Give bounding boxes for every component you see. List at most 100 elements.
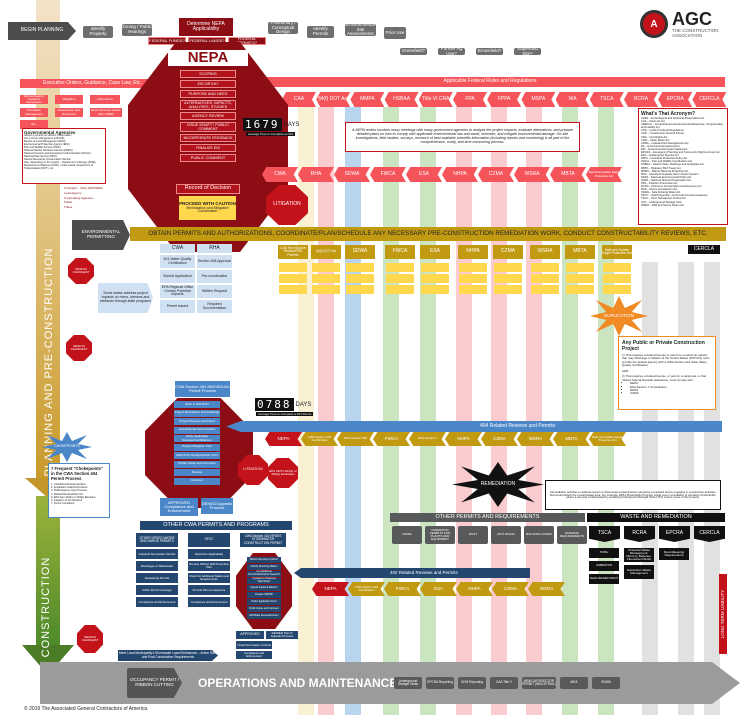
om-item-5: MSA [560, 677, 588, 689]
permit-step-block [312, 274, 340, 283]
related-402-4[interactable]: NHPA [456, 582, 493, 596]
other-permit-1[interactable]: OPERATING PERMITS FOR PLANTS AND EQUIPME… [425, 526, 455, 544]
related-404-3[interactable]: FWCA [373, 432, 410, 446]
rcra-item-0: Universal Waste Management: Mercury, Bat… [624, 548, 654, 562]
related-404-5[interactable]: NHPA [445, 432, 482, 446]
rule-chevron-2-0[interactable]: CWA [262, 167, 298, 182]
prior-use-1[interactable]: Former Ag Use? [438, 46, 465, 55]
nepa-summary-box: A NEPA review involves many meetings wit… [345, 122, 580, 152]
waste-item-3[interactable]: CERCLA [694, 526, 725, 542]
related-402-6[interactable]: WSRA [528, 582, 565, 596]
rule-chevron-6[interactable]: FPPA [487, 92, 522, 107]
cwa-program-step: Utilize Permit Coverage [136, 585, 178, 595]
stakeholder-label-2: Cooperating Agencies [64, 195, 94, 200]
other-permit-5[interactable]: GRADING REQUIREMENTS [557, 526, 587, 544]
rule-chevron-12[interactable]: CERCLA [692, 92, 727, 107]
related-402-0[interactable]: NEPA [312, 582, 349, 596]
related-404-2[interactable]: RHA Section 408 [337, 432, 374, 446]
begin-planning-button[interactable]: BEGIN PLANNING [8, 22, 76, 40]
acronym-item: TSCA – Toxic Substances Control Act [641, 197, 686, 201]
agency-item: Bureau of Land Management (BLM) [24, 139, 66, 143]
rule-chevron-7[interactable]: MSPA [521, 92, 556, 107]
rule-chevron-10[interactable]: RCRA [624, 92, 658, 107]
acronym-item: ESA – Endangered Species Act [641, 154, 679, 158]
rule-chevron-2-5[interactable]: NHPA [442, 167, 478, 182]
permit-step-block [566, 274, 594, 283]
rule-chevron-2-6[interactable]: CZMA [478, 167, 514, 182]
other-permit-4[interactable]: BUILDING CODES [524, 526, 554, 544]
acronym-item: CFR – Code of Federal Regulations [641, 129, 684, 133]
nepa-input-2: Alternatives [90, 95, 120, 104]
chokepoints-title: 7 Frequent "Chokepoints" in the CWA Sect… [51, 466, 103, 481]
permit-step-block [494, 274, 522, 283]
top-step-0[interactable]: Identify Property [83, 26, 113, 38]
other-permit-2[interactable]: DUST [458, 526, 488, 544]
rule-chevron-2-9[interactable]: Bald and Golden Eagle Protection Act [586, 167, 622, 182]
top-step-5[interactable]: Prior Use [384, 27, 406, 39]
duplication-list-item: CZMA [630, 391, 712, 395]
rule-chevron-3[interactable]: HSBAA [384, 92, 419, 107]
acronym-item: NEPA – National Environmental Policy Act [641, 175, 692, 179]
om-item-0: Underground Storage Tanks [394, 677, 422, 689]
cwa-programs-bar: OTHER CWA PERMITS AND PROGRAMS [140, 521, 292, 530]
prior-use-2[interactable]: Brownfield? [476, 48, 503, 55]
top-step-3[interactable]: Identify Permits [307, 26, 334, 38]
rule-chevron-2-2[interactable]: SDWA [334, 167, 370, 182]
rule-chevron-2-8[interactable]: MBTA [550, 167, 586, 182]
related-404-6[interactable]: CZMA [481, 432, 518, 446]
related-404-8[interactable]: MBTA [553, 432, 590, 446]
top-step-4[interactable]: Environmental Site Assessments [345, 21, 376, 37]
related-402-3[interactable]: ESA [420, 582, 457, 596]
construction-phase-bar [36, 496, 60, 646]
related-404-1[interactable]: CWA Section 401 Certification [301, 432, 338, 446]
rule-chevron-4[interactable]: Title VI CRA [418, 92, 453, 107]
nepa-title: NEPA [168, 50, 248, 66]
related-402-1[interactable]: CWA Section 401 Certification [348, 582, 385, 596]
rule-chevron-8[interactable]: WA [555, 92, 590, 107]
regulation-strip [345, 107, 361, 715]
acronym-item: EIS – Environmental Impact Statement [641, 147, 688, 151]
agc-seal-icon: A [640, 10, 668, 38]
permit-step-block [459, 274, 487, 283]
other-permit-0[interactable]: NOISE [392, 526, 422, 544]
proceed-subtitle: Minimization and Mitigation Coordination [186, 205, 229, 214]
rule-chevron-1[interactable]: §4(f) DOT Act [316, 92, 351, 107]
cwa-program-step: Dewatering Permits [136, 573, 178, 583]
other-permit-3[interactable]: ANTI-IDLING [491, 526, 521, 544]
rule-chevron-11[interactable]: EPCRA [658, 92, 693, 107]
related-404-7[interactable]: WSRA [517, 432, 554, 446]
related-404-0[interactable]: NEPA [265, 432, 302, 446]
rule-chevron-2-7[interactable]: WSRA [514, 167, 550, 182]
rule-chevron-2-3[interactable]: FWCA [370, 167, 406, 182]
permit404-step-5: Project Mitigation Plan [174, 443, 220, 451]
related-404-4[interactable]: ESA Section 7 [409, 432, 446, 446]
prior-use-0[interactable]: Greenfield? [400, 48, 427, 55]
proceed-with-caution: PROCEED WITH CAUTION Minimization and Mi… [179, 196, 236, 220]
waste-item-0[interactable]: TSCA [589, 526, 620, 542]
agency-item: Natural Resources Conservation Service [24, 157, 71, 161]
rule-chevron-2[interactable]: MMPA [350, 92, 385, 107]
federal-question-0[interactable]: FEDERAL FUNDS? [148, 37, 186, 45]
rule-chevron-2-4[interactable]: ESA [406, 167, 442, 182]
rule-chevron-5[interactable]: FPA [453, 92, 487, 107]
agc-logo-name: AGC [672, 9, 712, 29]
rule-chevron-2-1[interactable]: RHA [298, 167, 334, 182]
related-402-5[interactable]: CZMA [492, 582, 529, 596]
rha-header: RHA [197, 244, 232, 253]
nepa-input-6: Etc. [20, 120, 48, 129]
permit404-step-3: Jurisdictional Determination [174, 426, 220, 434]
determine-nepa-button[interactable]: Determine NEPA Applicability [179, 18, 233, 36]
waste-item-1[interactable]: RCRA [624, 526, 655, 542]
rule-chevron-9[interactable]: TSCA [589, 92, 624, 107]
permit404-days-label: DAYS [295, 401, 312, 408]
top-step-2[interactable]: Preliminary / Conceptual Design [268, 20, 298, 34]
related-404-9[interactable]: Bald and Golden Eagle Protection Act [589, 432, 626, 446]
permit404-step-0: Work in WOTUS? [174, 401, 220, 408]
related-402-2[interactable]: FWCA [384, 582, 421, 596]
waste-item-2[interactable]: EPCRA [659, 526, 690, 542]
prior-use-3[interactable]: Superfund Site? [514, 46, 541, 55]
stormwater-step-8: EPA/State Review/Decision [247, 613, 281, 619]
rule-chevron-0[interactable]: CAA [282, 92, 316, 107]
top-step-1[interactable]: Zoning / Public Hearings [122, 24, 152, 36]
federal-question-2[interactable]: FEDERAL PERMITS? [228, 36, 266, 45]
